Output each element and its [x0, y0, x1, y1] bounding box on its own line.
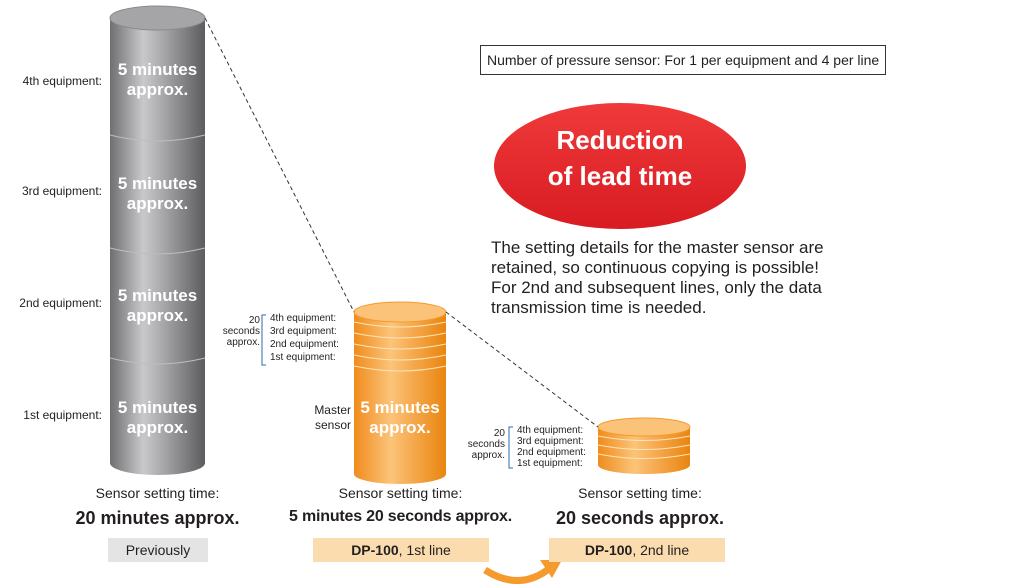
bracket-line2 — [508, 426, 513, 469]
line1-tag-rest: , 1st line — [398, 542, 451, 558]
dashed-guide-2 — [445, 311, 599, 428]
reduction-ellipse — [494, 103, 746, 229]
transfer-arrowhead — [540, 560, 562, 578]
line2-equipment-list: 4th equipment: 3rd equipment: 2nd equipm… — [517, 425, 586, 469]
prev-label-3rd: 3rd equipment: — [21, 184, 102, 198]
line1-cylinder — [353, 301, 447, 484]
prev-label-1st: 1st equipment: — [23, 408, 102, 422]
line1-total: 5 minutes 20 seconds approx. — [289, 508, 512, 525]
description-text: The setting details for the master senso… — [491, 238, 824, 317]
dashed-guide-1 — [204, 17, 355, 313]
line1-caption: Sensor setting time: — [338, 485, 463, 501]
line2-total: 20 seconds approx. — [555, 508, 725, 528]
line1-equipment-list: 4th equipment: 3rd equipment: 2nd equipm… — [270, 313, 339, 363]
transfer-arrow — [483, 565, 553, 584]
prev-label-2nd: 2nd equipment: — [19, 296, 102, 310]
line1-tag-product: DP-100 — [351, 542, 399, 558]
sensor-count-note: Number of pressure sensor: For 1 per equ… — [480, 45, 887, 75]
bracket-line1 — [261, 314, 266, 366]
prev-caption: Sensor setting time: — [95, 485, 220, 501]
line2-cylinder — [597, 417, 691, 474]
prev-label-4th: 4th equipment: — [22, 74, 102, 88]
line2-tag-rest: , 2nd line — [632, 542, 690, 558]
prev-total: 20 minutes approx. — [75, 508, 240, 528]
previous-cylinder — [109, 5, 206, 475]
line1-tag: DP-100, 1st line — [313, 538, 489, 562]
prev-tag: Previously — [108, 538, 208, 562]
line2-caption: Sensor setting time: — [578, 485, 702, 501]
line2-tag: DP-100, 2nd line — [549, 538, 725, 562]
line2-tag-product: DP-100 — [584, 542, 633, 558]
